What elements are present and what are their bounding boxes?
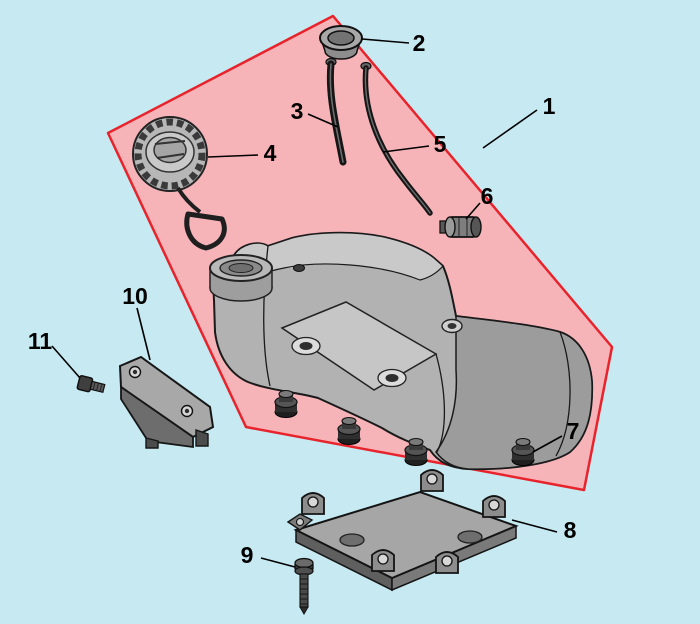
callout-label-9: 9 [241, 542, 254, 568]
tank-seam-mid [435, 353, 446, 453]
callout-label-8: 8 [564, 517, 577, 543]
callout-label-7: 7 [567, 418, 580, 444]
fuel-line-long [360, 61, 433, 216]
tank-right-lobe [435, 315, 593, 470]
callout-label-5: 5 [434, 131, 447, 157]
mounting-grommet [337, 416, 361, 445]
callout-label-1: 1 [543, 93, 556, 119]
bracket-ear [420, 469, 444, 492]
tank-top-hole-center [447, 323, 457, 329]
callout-label-3: 3 [291, 98, 304, 124]
leader-line-11 [51, 345, 81, 379]
mounting-grommet [511, 437, 535, 466]
callout-label-4: 4 [264, 140, 277, 166]
filler-neck [209, 254, 273, 302]
saddle-hole-left-center [299, 342, 313, 350]
leader-line-2 [361, 38, 410, 44]
callout-label-2: 2 [413, 30, 426, 56]
bracket-ear [301, 492, 325, 515]
tank-vent-cap [293, 264, 305, 272]
leader-line-5 [382, 145, 430, 153]
fuel-line-short [325, 57, 347, 166]
tank-seam-right [555, 331, 571, 457]
bracket-ear [482, 495, 506, 518]
leader-line-4 [207, 154, 259, 158]
leader-line-1 [482, 109, 538, 149]
bracket-ear [435, 551, 459, 574]
callout-label-10: 10 [122, 283, 148, 309]
mounting-grommet [404, 437, 428, 466]
fuel-line-fitting [439, 216, 482, 238]
callout-label-6: 6 [481, 183, 494, 209]
leader-lines [51, 38, 563, 568]
leader-line-8 [511, 519, 558, 533]
mounting-grommets [274, 389, 535, 466]
side-bracket-bolt [76, 375, 106, 394]
lower-mounting-bracket [286, 469, 519, 592]
tank-saddle-plate [280, 301, 438, 391]
cap-retainer-strap [176, 186, 202, 214]
callout-labels: 1 2 3 4 5 6 7 8 9 10 11 [28, 30, 580, 568]
filler-grommet-cap [319, 25, 363, 60]
fuel-cap-with-retainer [132, 116, 227, 251]
saddle-hole-right-center [385, 374, 399, 382]
mounting-grommet [274, 389, 298, 418]
leader-line-7 [532, 435, 563, 453]
bracket-ear [371, 549, 395, 572]
callout-label-11: 11 [28, 328, 53, 354]
leader-line-6 [465, 202, 481, 220]
leader-line-10 [136, 307, 151, 361]
fuel-tank [209, 231, 594, 471]
cap-retainer-ring [184, 211, 227, 251]
leader-line-9 [260, 557, 296, 568]
leader-line-3 [307, 113, 339, 128]
side-mounting-bracket [118, 355, 215, 449]
